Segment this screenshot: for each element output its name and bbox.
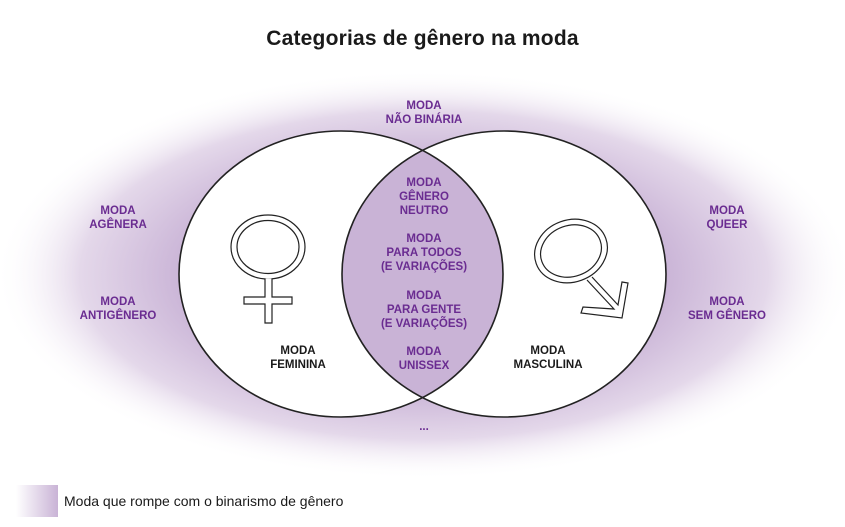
label-ellipsis: ... [419,421,429,433]
label-masculine: MODA MASCULINA [513,345,583,371]
right-circle-outline [341,130,667,418]
male-symbol-icon [534,218,629,319]
legend-label: Moda que rompe com o binarismo de gênero [64,493,344,509]
female-symbol-icon [230,214,306,324]
label-non-binary: MODA NÃO BINÁRIA [385,100,463,126]
label-queer: MODA QUEER [706,205,748,231]
diagram-title: Categorias de gênero na moda [266,27,579,50]
legend-swatch [16,485,58,517]
legend: Moda que rompe com o binarismo de gênero [16,485,343,517]
label-genderless: MODA SEM GÊNERO [688,296,766,322]
label-for-all: MODA PARA TODOS (E VARIAÇÕES) [380,233,468,273]
label-for-people: MODA PARA GENTE (E VARIAÇÕES) [380,290,468,330]
label-unisex: MODA UNISSEX [398,346,450,372]
label-antigender: MODA ANTIGÊNERO [79,296,157,322]
overlap-region [342,131,503,417]
label-agender: MODA AGÊNERA [89,205,147,231]
label-gender-neutral: MODA GÊNERO NEUTRO [399,177,449,217]
label-feminine: MODA FEMININA [270,345,326,371]
left-circle-outline [178,130,504,418]
